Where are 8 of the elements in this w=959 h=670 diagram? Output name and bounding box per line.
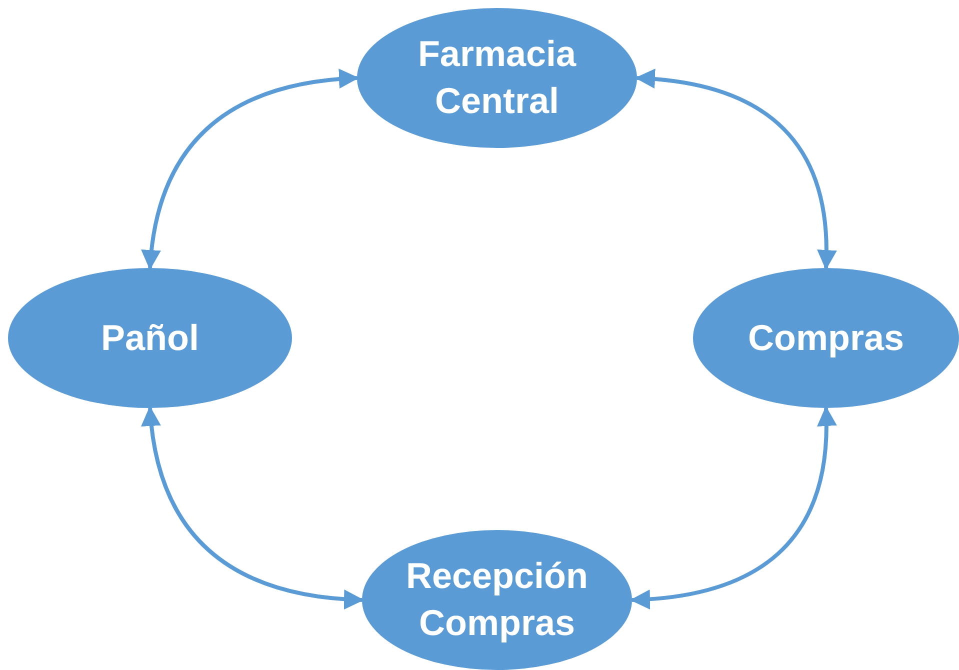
double-arrow [142,406,364,609]
double-arrow [635,69,836,270]
node-label: Pañol [100,316,199,360]
node-label: Recepción Compras [404,554,590,645]
double-arrow [142,69,359,270]
node-label: Farmacia Central [416,32,578,123]
node-label: Compras [748,316,904,360]
double-arrow [630,406,836,609]
